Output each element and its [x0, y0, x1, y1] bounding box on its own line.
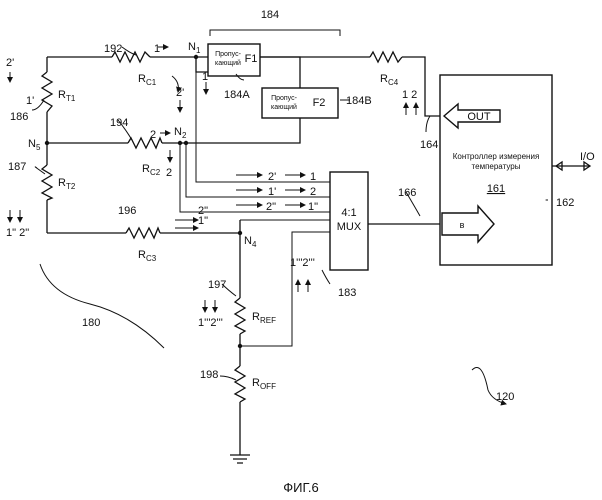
controller-ref: 161 — [487, 183, 505, 195]
ref-192: 192 — [104, 43, 122, 55]
ref-186: 186 — [10, 111, 28, 123]
label-rc4: RC4 — [380, 73, 399, 87]
mux-line2: MUX — [337, 221, 362, 233]
ref-166: 166 — [398, 187, 416, 199]
controller-title-2: температуры — [472, 162, 521, 171]
out-label: OUT — [467, 111, 491, 123]
cur-pair-ref-mux: 1'''2''' — [290, 257, 315, 269]
f2-name: F2 — [313, 97, 326, 109]
filter-f2: Пропус- кающий F2 — [262, 88, 338, 118]
ref-164: 164 — [420, 139, 438, 151]
figure-label: ФИГ.6 — [283, 480, 319, 495]
cur-1p-left: 1' — [26, 95, 34, 107]
controller-title-1: Контроллер измерения — [453, 152, 540, 161]
cur-1-top: 1 — [154, 43, 160, 55]
ref-197: 197 — [208, 279, 226, 291]
cur-2p-mux: 2' — [268, 171, 276, 183]
ref-184b: 184B — [346, 95, 372, 107]
cur-2pp-mux: 2" — [266, 201, 276, 213]
ref-196: 196 — [118, 205, 136, 217]
ref-187: 187 — [8, 161, 26, 173]
ref-162: 162 — [556, 197, 574, 209]
ref-184a: 184A — [224, 89, 250, 101]
cur-2-mid: 2 — [150, 129, 156, 141]
cur-pair-1pp-2pp: 1" 2" — [6, 227, 29, 239]
ref-194: 194 — [110, 117, 128, 129]
in-label: в — [460, 220, 465, 230]
label-n4: N4 — [244, 235, 257, 249]
cur-1-n1: 1 — [202, 71, 208, 83]
mux-line1: 4:1 — [341, 207, 356, 219]
f1-desc-2: кающий — [215, 59, 241, 67]
ref-184: 184 — [261, 9, 279, 21]
cur-2-n2: 2 — [166, 167, 172, 179]
label-rt1: RT1 — [58, 89, 76, 103]
label-rt2: RT2 — [58, 177, 76, 191]
mux-block: 4:1 MUX — [330, 172, 368, 270]
ref-198: 198 — [200, 369, 218, 381]
f2-desc-1: Пропус- — [271, 95, 298, 102]
cur-1pp-row: 1" — [198, 215, 208, 227]
cur-1pp-mux: 1" — [308, 201, 318, 213]
filter-f1: Пропус- кающий F1 — [208, 44, 260, 76]
ref-183: 183 — [338, 287, 356, 299]
cur-2-mux: 2 — [310, 186, 316, 198]
ref-120: 120 — [496, 391, 514, 403]
label-rc3: RC3 — [138, 249, 157, 263]
f2-desc-2: кающий — [271, 103, 297, 111]
cur-1p-mux: 1' — [268, 186, 276, 198]
controller-block: Контроллер измерения температуры 161 OUT… — [440, 75, 552, 265]
cur-1-mux: 1 — [310, 171, 316, 183]
label-rc1: RC1 — [138, 73, 157, 87]
ref-180: 180 — [82, 317, 100, 329]
bracket-184 — [210, 30, 340, 36]
label-n1: N1 — [188, 41, 201, 55]
io-label: I/O — [580, 151, 595, 163]
cur-2p-n1: 2' — [176, 87, 184, 99]
label-rref: RREF — [252, 311, 276, 325]
f1-name: F1 — [245, 53, 258, 65]
cur-pair-1-2: 1 2 — [402, 89, 417, 101]
cur-2p-left: 2' — [6, 57, 14, 69]
cur-pair-ref: 1'''2''' — [198, 317, 223, 329]
label-roff: ROFF — [252, 377, 276, 391]
brace-180 — [40, 264, 164, 348]
f1-desc-1: Пропус- — [215, 51, 242, 58]
label-rc2: RC2 — [142, 163, 161, 177]
label-n5: N5 — [28, 138, 41, 152]
label-n2: N2 — [174, 126, 187, 140]
